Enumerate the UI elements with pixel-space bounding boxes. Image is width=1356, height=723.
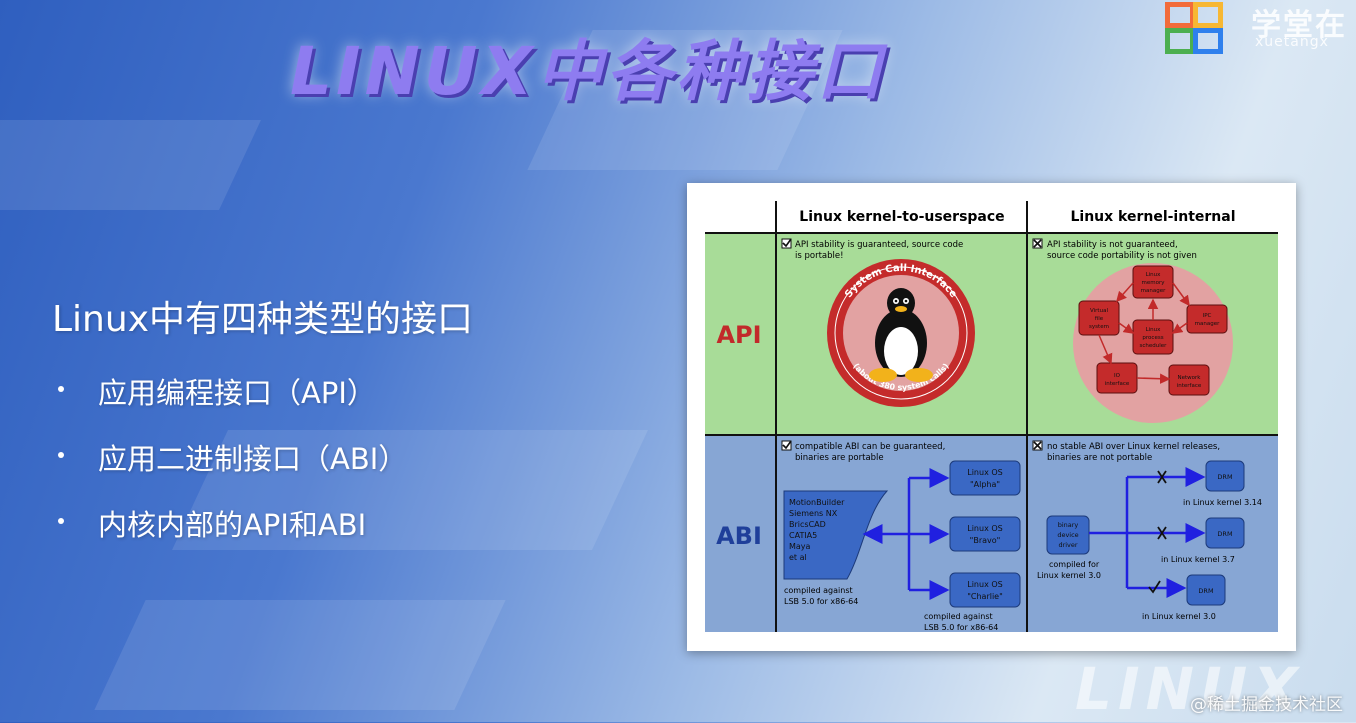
api-kernel-note2: source code portability is not given — [1047, 251, 1197, 261]
bottom-linux-logo: LINUX — [1075, 655, 1304, 723]
bullet-item: 内核内部的API和ABI — [52, 502, 407, 568]
slide-title: LINUX中各种接口 — [290, 33, 887, 110]
interface-figure: Linux kernel-to-userspace Linux kernel-i… — [687, 183, 1296, 651]
row-label-abi: ABI — [716, 522, 762, 550]
svg-text:file: file — [1095, 316, 1104, 322]
drm-box-3-14 — [1205, 460, 1245, 492]
col-header-internal: Linux kernel-internal — [1070, 209, 1235, 225]
bullet-list: 应用编程接口（API） 应用二进制接口（ABI） 内核内部的API和ABI — [52, 370, 407, 568]
xuetangx-logo: 学堂在 xuetangx — [1165, 0, 1356, 58]
svg-text:Linux: Linux — [1146, 327, 1162, 333]
drm-box-3-7 — [1205, 517, 1245, 549]
svg-text:interface: interface — [1105, 381, 1130, 387]
api-kernel-note1: API stability is not guaranteed, — [1047, 240, 1178, 250]
abi-user-note1: compatible ABI can be guaranteed, — [795, 442, 945, 452]
svg-text:in Linux kernel 3.0: in Linux kernel 3.0 — [1142, 612, 1216, 621]
svg-text:compiled for: compiled for — [1049, 560, 1100, 569]
svg-text:Linux kernel 3.0: Linux kernel 3.0 — [1037, 571, 1101, 580]
background-shard — [94, 600, 506, 710]
bullet-dot-icon — [58, 518, 64, 524]
bullet-item: 应用二进制接口（ABI） — [52, 436, 407, 502]
svg-text:system: system — [1089, 324, 1109, 330]
slide-heading: Linux中有四种类型的接口 — [52, 299, 473, 340]
svg-text:interface: interface — [1177, 383, 1202, 389]
svg-text:Maya: Maya — [789, 542, 811, 551]
svg-text:manager: manager — [1195, 321, 1220, 327]
logo-sub: xuetangx — [1255, 34, 1329, 50]
node-ipc-manager — [1186, 304, 1228, 334]
svg-text:LSB 5.0 for x86-64: LSB 5.0 for x86-64 — [924, 623, 998, 632]
svg-text:Linux OS: Linux OS — [967, 468, 1002, 477]
bullet-dot-icon — [58, 386, 64, 392]
svg-text:driver: driver — [1058, 541, 1077, 549]
svg-text:Network: Network — [1178, 375, 1202, 381]
svg-text:device: device — [1057, 531, 1078, 539]
api-user-note2: is portable! — [795, 251, 844, 261]
incompatible-x-icon — [1157, 470, 1167, 540]
svg-text:LSB 5.0 for x86-64: LSB 5.0 for x86-64 — [784, 597, 858, 606]
svg-text:Siemens NX: Siemens NX — [789, 509, 838, 518]
svg-text:in Linux kernel 3.14: in Linux kernel 3.14 — [1183, 498, 1262, 507]
bullet-dot-icon — [58, 452, 64, 458]
svg-text:et al: et al — [789, 553, 807, 562]
svg-text:compiled against: compiled against — [784, 586, 853, 595]
row-label-api: API — [716, 321, 761, 349]
logo-grid-icon — [1165, 2, 1233, 54]
svg-text:in Linux kernel 3.7: in Linux kernel 3.7 — [1161, 555, 1235, 564]
abi-user-note2: binaries are portable — [795, 453, 884, 463]
svg-text:scheduler: scheduler — [1140, 343, 1168, 349]
svg-text:manager: manager — [1141, 288, 1166, 294]
abi-kernel-note1: no stable ABI over Linux kernel releases… — [1047, 442, 1220, 452]
col-header-userspace: Linux kernel-to-userspace — [799, 209, 1004, 225]
binary-driver-box — [1046, 515, 1090, 555]
svg-text:process: process — [1142, 335, 1163, 341]
os-box-alpha — [949, 460, 1021, 496]
watermark: @稀土掘金技术社区 — [1190, 695, 1343, 715]
svg-text:Linux OS: Linux OS — [967, 524, 1002, 533]
svg-text:binary: binary — [1058, 521, 1079, 529]
svg-text:"Alpha": "Alpha" — [970, 480, 1000, 489]
svg-text:BricsCAD: BricsCAD — [789, 520, 826, 529]
svg-text:"Charlie": "Charlie" — [967, 592, 1003, 601]
svg-text:DRM: DRM — [1217, 530, 1232, 538]
svg-text:memory: memory — [1142, 280, 1166, 286]
api-user-note1: API stability is guaranteed, source code — [795, 240, 963, 250]
check-icon — [781, 440, 792, 451]
svg-text:Linux: Linux — [1146, 272, 1162, 278]
svg-text:DRM: DRM — [1198, 587, 1213, 595]
cross-icon — [1032, 238, 1043, 249]
svg-text:"Bravo": "Bravo" — [970, 536, 1001, 545]
compatible-check-icon — [1148, 580, 1161, 594]
svg-text:IPC: IPC — [1203, 313, 1212, 319]
check-icon — [781, 238, 792, 249]
node-memory-manager — [1132, 265, 1174, 299]
cross-icon — [1032, 440, 1043, 451]
drm-box-3-0 — [1186, 574, 1226, 606]
bullet-item: 应用编程接口（API） — [52, 370, 407, 436]
svg-text:Linux OS: Linux OS — [967, 580, 1002, 589]
svg-text:CATIA5: CATIA5 — [789, 531, 817, 540]
os-box-bravo — [949, 516, 1021, 552]
tux-penguin-icon — [869, 288, 933, 382]
background-shard — [0, 120, 261, 210]
svg-text:IO: IO — [1114, 373, 1121, 379]
svg-text:DRM: DRM — [1217, 473, 1232, 481]
svg-text:Virtual: Virtual — [1090, 308, 1108, 314]
os-box-charlie — [949, 572, 1021, 608]
interface-diagram: Linux kernel-to-userspace Linux kernel-i… — [705, 201, 1278, 632]
logo-name: 学堂在 — [1251, 8, 1347, 43]
svg-text:compiled against: compiled against — [924, 612, 993, 621]
abi-kernel-note2: binaries are not portable — [1047, 453, 1152, 463]
svg-text:MotionBuilder: MotionBuilder — [789, 498, 845, 507]
